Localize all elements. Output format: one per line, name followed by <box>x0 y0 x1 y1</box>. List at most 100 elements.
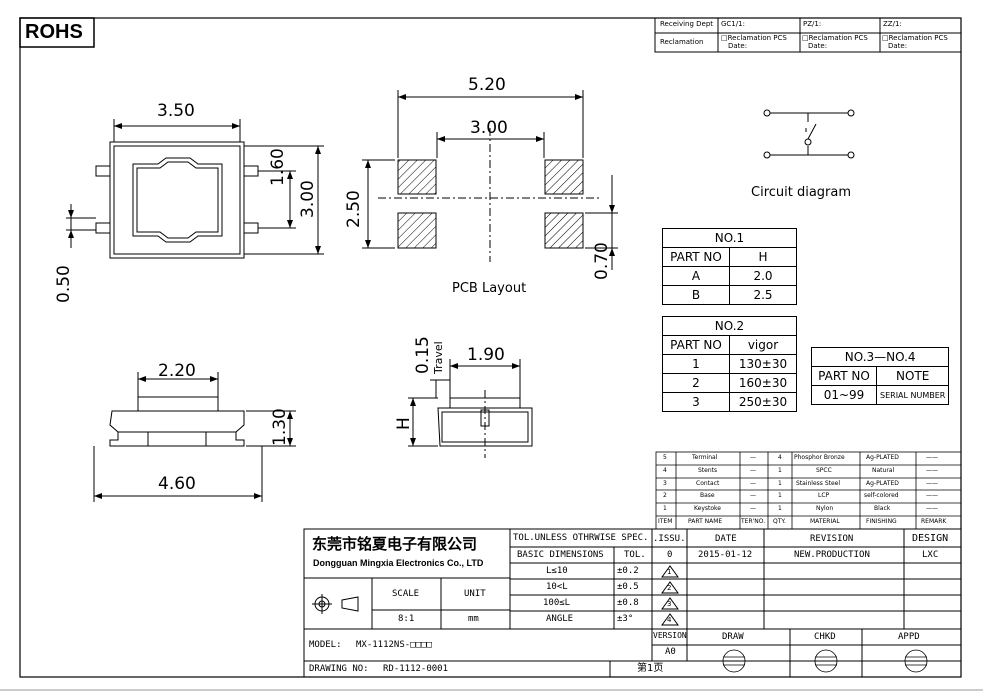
reclamation-pcs-1: □Reclamation PCS <box>721 34 787 42</box>
bom-cell: Terminal <box>692 454 718 461</box>
tol-row-val: ±0.5 <box>617 582 639 592</box>
bom-cell: 1 <box>778 480 782 487</box>
bom-cell: Black <box>874 505 891 512</box>
no34-title: NO.3—NO.4 <box>810 347 950 367</box>
bom-cell: Keystoke <box>694 505 721 512</box>
dim-side-h: H <box>394 417 414 430</box>
bom-cell: 4 <box>778 454 782 461</box>
side-travel-label: Travel <box>432 341 445 374</box>
page-number: 第1页 <box>637 663 664 674</box>
dim-top-width: 3.50 <box>157 101 195 121</box>
bom-head: PART NAME <box>688 518 723 525</box>
tol-spec-label: TOL.UNLESS OTHRWISE SPEC. <box>513 533 649 543</box>
bom-cell: — <box>750 467 756 474</box>
bom-cell: —— <box>926 480 938 487</box>
dim-pcb-width: 5.20 <box>468 75 506 95</box>
circuit-diagram-caption: Circuit diagram <box>751 185 852 200</box>
bom-cell: SPCC <box>816 467 832 474</box>
no1-head-h: H <box>729 247 797 267</box>
rev-marker: 3 <box>667 600 672 608</box>
bom-cell: Ag-PLATED <box>866 480 899 487</box>
no2-head-vigor: vigor <box>729 335 797 355</box>
no1-cell: A <box>662 266 730 286</box>
drawing-no-value: RD-1112-0001 <box>383 664 449 674</box>
dim-front-top: 2.20 <box>158 361 196 381</box>
issu-label: .ISSU. <box>653 534 686 544</box>
gc-label: GC1/1: <box>721 20 745 28</box>
dim-pcb-height: 2.50 <box>344 190 364 228</box>
no2-cell: 160±30 <box>729 373 797 393</box>
bom-head: QTY. <box>773 518 786 525</box>
no2-cell: 130±30 <box>729 354 797 374</box>
drawing-no-label: DRAWING NO: <box>309 664 369 674</box>
bom-cell: self-colored <box>864 492 899 499</box>
bom-cell: Phosphor Bronze <box>794 454 845 461</box>
reclamation-label: Reclamation <box>660 38 704 46</box>
bom-cell: — <box>750 480 756 487</box>
rev-marker: 1 <box>667 568 672 576</box>
no2-cell: 2 <box>662 373 730 393</box>
zz-label: ZZ/1: <box>883 20 902 28</box>
company-name-en: Dongguan Mingxia Electronics Co., LTD <box>313 558 484 568</box>
dim-pcb-inner: 3.00 <box>470 118 508 138</box>
bom-cell: —— <box>926 467 938 474</box>
no34-cell: 01~99 <box>811 385 877 405</box>
tol-row-dim: 10<L <box>546 582 568 592</box>
bom-cell: 3 <box>663 480 667 487</box>
tol-label: TOL. <box>624 550 646 560</box>
bom-cell: Stainless Steel <box>796 480 841 487</box>
bom-cell: —— <box>926 454 938 461</box>
bom-head: ITEM <box>658 518 673 525</box>
appd-label: APPD <box>898 632 920 642</box>
dim-pcb-pad: 0.70 <box>592 242 612 280</box>
version-label: VERSION <box>653 631 687 640</box>
no1-head-part: PART NO <box>662 247 730 267</box>
bom-cell: 2 <box>663 492 667 499</box>
unit-label: UNIT <box>464 589 486 599</box>
bom-cell: — <box>750 505 756 512</box>
dim-side-travel: 0.15 <box>413 336 433 374</box>
bom-head: FINISHING <box>866 518 897 525</box>
dim-top-inner: 1.60 <box>268 148 288 186</box>
dim-top-height: 3.00 <box>298 180 318 218</box>
dim-front-width: 4.60 <box>158 474 196 494</box>
date-3: Date: <box>888 42 908 50</box>
tol-row-dim: L≤10 <box>546 566 568 576</box>
no1-cell: B <box>662 285 730 305</box>
scale-value: 8:1 <box>398 614 415 624</box>
revision-label: REVISION <box>810 534 854 544</box>
no1-title: NO.1 <box>662 228 797 248</box>
reclamation-pcs-2: □Reclamation PCS <box>802 34 868 42</box>
pz-label: PZ/1: <box>803 20 822 28</box>
tol-row-val: ±3° <box>617 614 634 624</box>
designer-value: LXC <box>922 550 939 560</box>
version-value: A0 <box>665 647 676 657</box>
design-label: DESIGN <box>912 533 949 544</box>
pcb-layout-caption: PCB Layout <box>452 281 527 296</box>
date-2: Date: <box>808 42 828 50</box>
bom-head: TER'NO. <box>741 518 766 525</box>
rohs-label: ROHS <box>25 21 83 43</box>
bom-cell: Contact <box>696 480 720 487</box>
bom-cell: Stents <box>698 467 718 474</box>
revision-value: NEW.PRODUCTION <box>794 550 870 560</box>
no34-cell: SERIAL NUMBER <box>875 385 950 405</box>
no2-head-part: PART NO <box>662 335 730 355</box>
bom-cell: 1 <box>663 505 667 512</box>
date-1: Date: <box>728 42 748 50</box>
tol-row-val: ±0.2 <box>617 566 639 576</box>
unit-value: mm <box>468 614 479 624</box>
bom-cell: —— <box>926 492 938 499</box>
reclamation-pcs-3: □Reclamation PCS <box>882 34 948 42</box>
bom-cell: —— <box>926 505 938 512</box>
company-name-cn: 东莞市铭夏电子有限公司 <box>312 535 478 553</box>
issue-date: 2015-01-12 <box>698 550 753 560</box>
bom-head: REMARK <box>921 518 947 525</box>
issue-no: 0 <box>667 550 673 560</box>
bom-cell: — <box>750 492 756 499</box>
no2-cell: 1 <box>662 354 730 374</box>
receiving-dept-label: Receiving Dept <box>660 20 714 28</box>
